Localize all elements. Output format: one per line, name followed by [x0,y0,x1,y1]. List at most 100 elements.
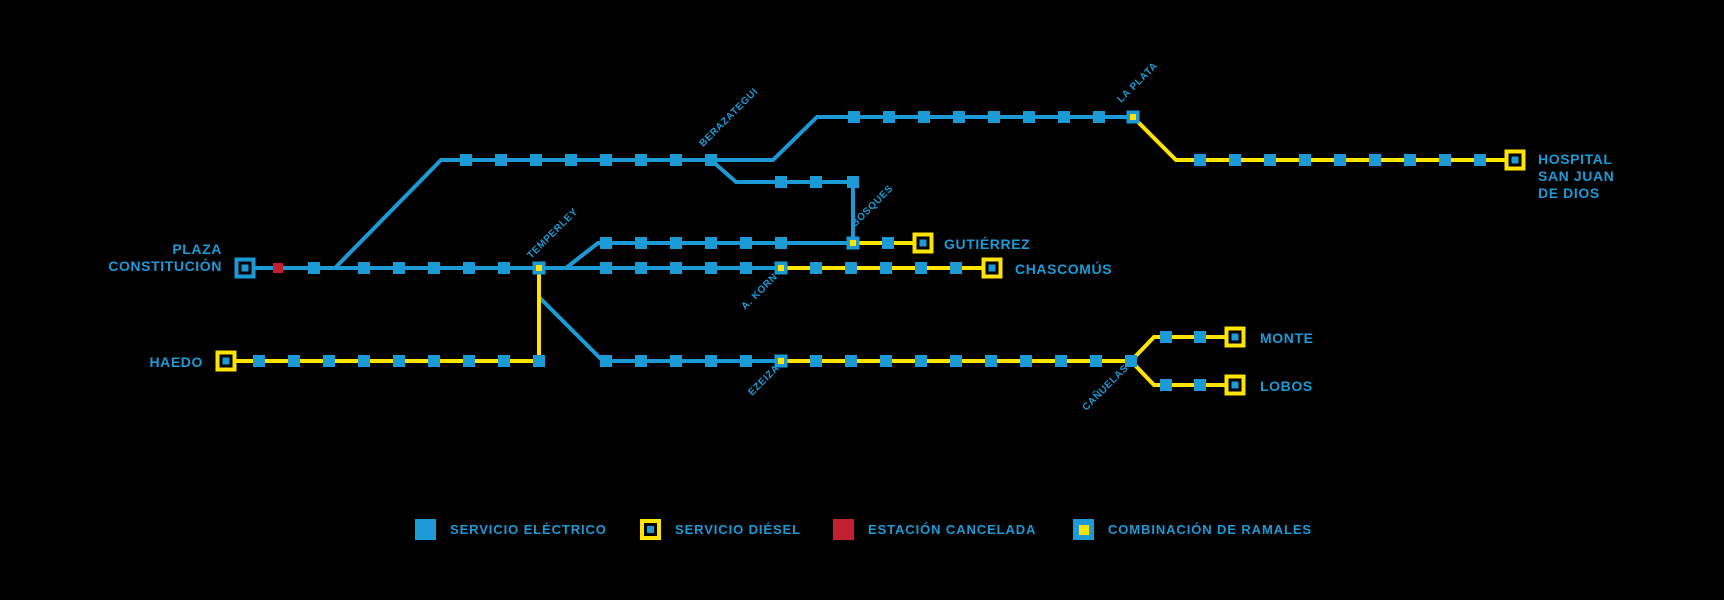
station-stop [358,262,370,274]
station-stop [253,355,265,367]
station-gutierrez [912,232,934,254]
station-stop [988,111,1000,123]
station-stop [705,355,717,367]
station-stop [915,355,927,367]
line-diesel-lobos [1129,359,1235,387]
station-monte [1224,326,1246,348]
station-stop [950,355,962,367]
station-stop [308,262,320,274]
station-stop [848,111,860,123]
station-stop [883,111,895,123]
station-stop [498,262,510,274]
station-stop [918,111,930,123]
station-stop [1369,154,1381,166]
station-stop [1160,379,1172,391]
line-branch-gutierrez [564,241,855,270]
station-stop [670,262,682,274]
station-stop [498,355,510,367]
station-stop [530,154,542,166]
station-stop [323,355,335,367]
station-stop [460,154,472,166]
station-stop [463,262,475,274]
station-stop [1299,154,1311,166]
station-stop [288,355,300,367]
line-diesel-hospital [1131,115,1515,162]
station-stop [1055,355,1067,367]
station-stop [1264,154,1276,166]
station-stop [1334,154,1346,166]
station-stop [635,355,647,367]
station-stop [1023,111,1035,123]
station-stop [950,262,962,274]
station-stop [775,237,787,249]
station-stop [810,262,822,274]
station-stop [1090,355,1102,367]
station-hospital_san_juan_de_dios [1504,149,1526,171]
station-ezeiza [774,354,788,368]
station-bosques [846,236,860,250]
station-stop [847,176,859,188]
station-stop [880,262,892,274]
station-stop [1194,379,1206,391]
station-stop [810,355,822,367]
station-stop [1093,111,1105,123]
station-stop [565,154,577,166]
station-la_plata [1126,110,1140,124]
station-stop [740,237,752,249]
station-stop [533,355,545,367]
station-stop [1020,355,1032,367]
station-stop [953,111,965,123]
station-canuelas [1125,355,1137,367]
station-stop [740,355,752,367]
station-stop [463,355,475,367]
station-stop [1404,154,1416,166]
station-lobos [1224,374,1246,396]
station-stop [1474,154,1486,166]
station-stop [705,237,717,249]
station-stop [495,154,507,166]
station-estacion_cancelada [273,263,283,273]
line-diesel-monte [1129,335,1235,363]
station-stop [670,154,682,166]
line-branch-laplata [333,115,1133,270]
station-stop [985,355,997,367]
station-stop [705,262,717,274]
station-berazategui [705,154,717,166]
station-a_korn [774,261,788,275]
line-diesel-haedo [226,268,541,363]
station-stop [600,154,612,166]
station-stop [882,237,894,249]
station-stop [880,355,892,367]
station-stop [1229,154,1241,166]
station-stop [600,237,612,249]
station-stop [775,176,787,188]
station-stop [428,262,440,274]
station-stop [810,176,822,188]
station-temperley [532,261,546,275]
station-stop [635,262,647,274]
station-stop [1194,154,1206,166]
station-stop [600,355,612,367]
station-stop [670,237,682,249]
station-stop [1160,331,1172,343]
line-branch-bosques [709,158,855,243]
station-plaza_constitucion [234,257,256,279]
station-stop [600,262,612,274]
station-stop [845,262,857,274]
station-stop [358,355,370,367]
station-stop [1194,331,1206,343]
line-branch-ezeiza [537,268,783,363]
station-stop [670,355,682,367]
station-stop [393,262,405,274]
station-chascomus [981,257,1003,279]
station-stop [845,355,857,367]
station-stop [635,237,647,249]
station-haedo [215,350,237,372]
station-stop [393,355,405,367]
station-stop [915,262,927,274]
station-stop [428,355,440,367]
station-stop [635,154,647,166]
station-stop [1058,111,1070,123]
